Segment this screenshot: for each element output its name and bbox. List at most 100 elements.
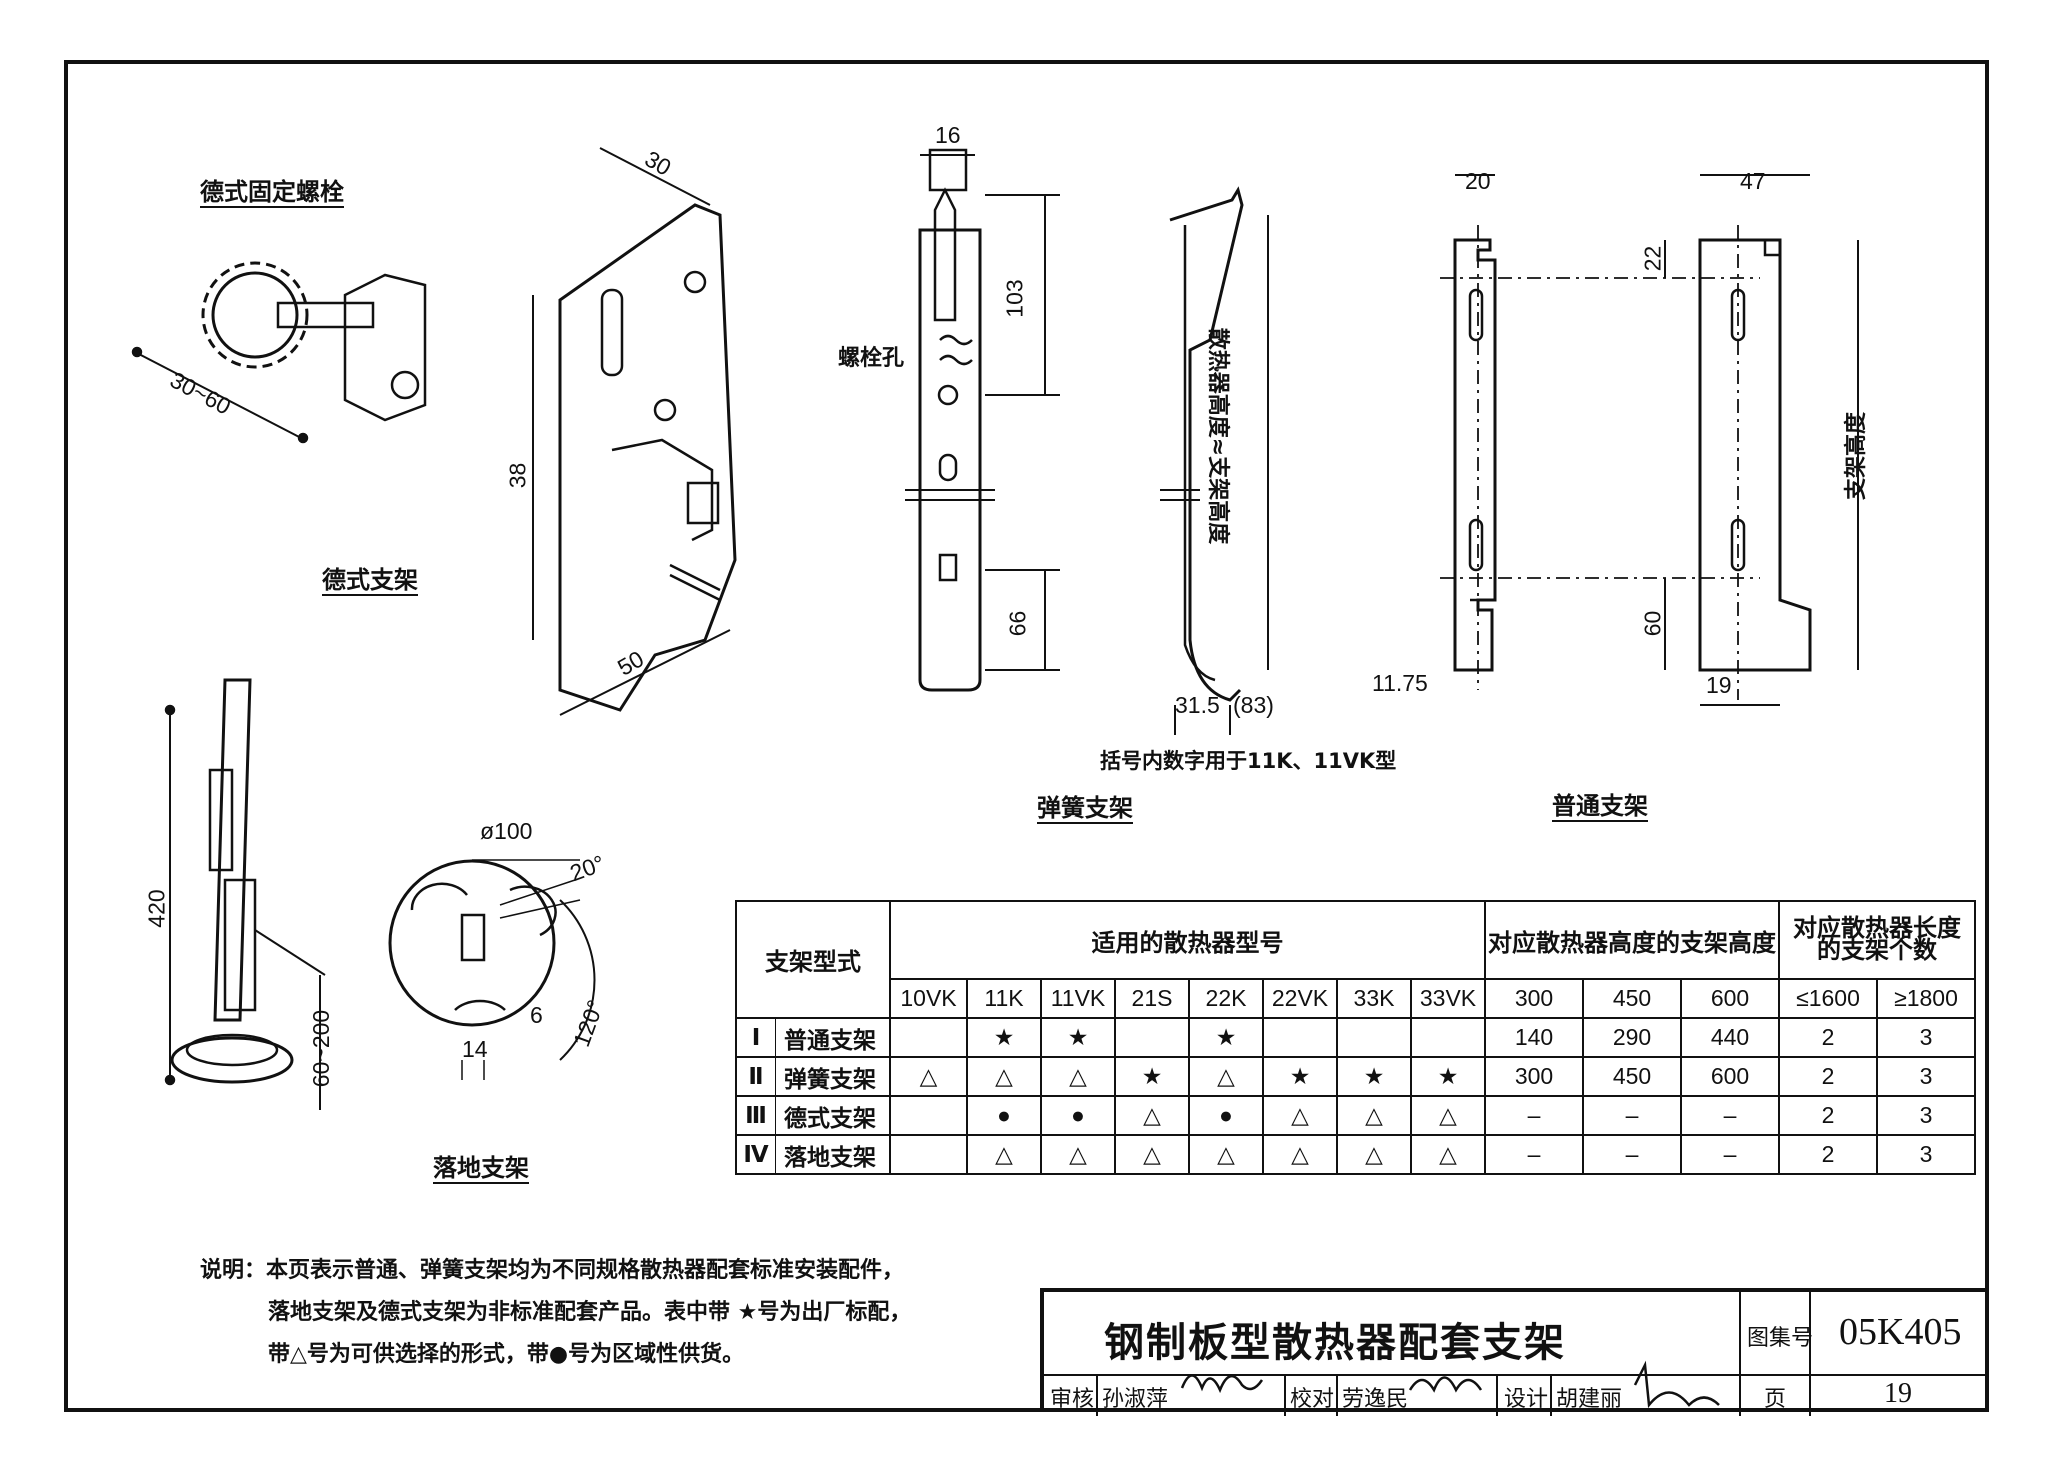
cell: 300 <box>1484 1056 1584 1097</box>
title-block: 钢制板型散热器配套支架 图集号 05K405 审核 孙淑萍 校对 劳逸民 设计 … <box>1040 1288 1989 1416</box>
cell <box>889 1017 968 1058</box>
check-label: 校对 <box>1290 1387 1335 1412</box>
cell: △ <box>966 1056 1042 1097</box>
cell: ★ <box>1040 1017 1116 1058</box>
cell: 3 <box>1876 1134 1976 1175</box>
col-height: 600 <box>1680 978 1780 1019</box>
dim-c-47: 47 <box>1740 168 1766 194</box>
drawing-frame <box>64 60 1989 1412</box>
cell: ★ <box>966 1017 1042 1058</box>
cell: – <box>1484 1095 1584 1136</box>
table-row: Ⅰ 普通支架 ★ ★ ★ 140 290 440 2 3 <box>735 1017 1976 1058</box>
bracket-spec-table: 支架型式 适用的散热器型号 对应散热器高度的支架高度 对应散热器长度 的支架个数… <box>735 900 1976 1175</box>
german-bracket-drawing <box>532 147 737 716</box>
signatures <box>1180 1360 1720 1409</box>
dim-s-103: 103 <box>1001 279 1028 318</box>
row-number: Ⅱ <box>735 1056 776 1097</box>
review-label: 审核 <box>1050 1387 1095 1412</box>
cell: △ <box>1336 1134 1412 1175</box>
header-models: 适用的散热器型号 <box>889 900 1486 980</box>
divider <box>1096 1374 1098 1416</box>
cell: 2 <box>1778 1017 1878 1058</box>
table-row: Ⅳ 落地支架 △ △ △ △ △ △ △ – – – 2 3 <box>735 1134 1976 1175</box>
cell: 440 <box>1680 1017 1780 1058</box>
cell: 140 <box>1484 1017 1584 1058</box>
table-row: Ⅲ 德式支架 ● ● △ ● △ △ △ – – – 2 3 <box>735 1095 1976 1136</box>
divider <box>1284 1374 1286 1416</box>
cell: ● <box>1040 1095 1116 1136</box>
divider <box>1044 1374 1989 1376</box>
drawing-title: 钢制板型散热器配套支架 <box>1104 1320 1566 1366</box>
design-label: 设计 <box>1504 1387 1549 1412</box>
cell: △ <box>1410 1134 1486 1175</box>
title-spring-bracket: 弹簧支架 <box>1037 794 1133 822</box>
col-model: 11VK <box>1040 978 1116 1019</box>
label-bracket-height: 支架高度 <box>1844 411 1870 501</box>
col-length: ≥1800 <box>1876 978 1976 1019</box>
cell: △ <box>889 1056 968 1097</box>
dim-g-38: 38 <box>504 462 531 489</box>
cell: – <box>1582 1134 1682 1175</box>
page-number: 19 <box>1884 1378 1912 1409</box>
header-count-line1: 对应散热器长度 <box>1793 915 1961 942</box>
cell: △ <box>1114 1095 1190 1136</box>
notes-block: 说明：本页表示普通、弹簧支架均为不同规格散热器配套标准安装配件， 落地支架及德式… <box>200 1250 911 1376</box>
label-radiator-height: 散热器高度≈支架高度 <box>1205 327 1231 545</box>
row-name: 德式支架 <box>775 1095 891 1136</box>
dim-c-22: 22 <box>1639 245 1666 272</box>
cell <box>889 1134 968 1175</box>
row-name: 弹簧支架 <box>775 1056 891 1097</box>
cell: △ <box>1336 1095 1412 1136</box>
label-bracket-note: 括号内数字用于11K、11VK型 <box>1100 749 1397 773</box>
cell: 3 <box>1876 1095 1976 1136</box>
german-bolt-drawing <box>131 261 427 444</box>
cell: ★ <box>1188 1017 1264 1058</box>
cell: ● <box>966 1095 1042 1136</box>
title-german-bolt: 德式固定螺栓 <box>200 178 344 206</box>
header-count: 对应散热器长度 的支架个数 <box>1778 900 1976 980</box>
cell: △ <box>966 1134 1042 1175</box>
cell <box>1262 1017 1338 1058</box>
row-name: 普通支架 <box>775 1017 891 1058</box>
cell: △ <box>1262 1095 1338 1136</box>
note-line: 带△号为可供选择的形式，带●号为区域性供货。 <box>268 1342 745 1367</box>
page-label: 页 <box>1764 1387 1787 1412</box>
cell: ★ <box>1114 1056 1190 1097</box>
dim-f-14: 14 <box>462 1036 488 1062</box>
title-german-bracket: 德式支架 <box>322 566 418 594</box>
cell: △ <box>1040 1056 1116 1097</box>
dim-f-6: 6 <box>530 1002 543 1028</box>
note-line: 说明：本页表示普通、弹簧支架均为不同规格散热器配套标准安装配件， <box>200 1258 905 1283</box>
dim-f-60-200: 60~200 <box>308 1009 335 1088</box>
cell: △ <box>1040 1134 1116 1175</box>
col-model: 22K <box>1188 978 1264 1019</box>
dim-s-83: (83) <box>1233 692 1274 718</box>
col-model: 21S <box>1114 978 1190 1019</box>
cell <box>1336 1017 1412 1058</box>
row-name: 落地支架 <box>775 1134 891 1175</box>
cell: – <box>1484 1134 1584 1175</box>
divider <box>1739 1292 1741 1416</box>
dim-f-420: 420 <box>143 889 170 928</box>
cell: △ <box>1188 1056 1264 1097</box>
dim-s-66: 66 <box>1004 610 1031 637</box>
divider <box>1809 1292 1811 1416</box>
header-bracket-type: 支架型式 <box>735 900 891 1019</box>
col-height: 300 <box>1484 978 1584 1019</box>
spring-bracket-drawing <box>905 148 1060 692</box>
cell: 2 <box>1778 1056 1878 1097</box>
note-line: 落地支架及德式支架为非标准配套产品。表中带 ★号为出厂标配， <box>268 1300 912 1325</box>
cell: ★ <box>1336 1056 1412 1097</box>
table-subheader-row: 10VK 11K 11VK 21S 22K 22VK 33K 33VK 300 … <box>736 978 1976 1019</box>
cell <box>889 1095 968 1136</box>
divider <box>1496 1374 1498 1416</box>
row-number: Ⅳ <box>735 1134 776 1175</box>
header-heights: 对应散热器高度的支架高度 <box>1484 900 1780 980</box>
dim-c-11-75: 11.75 <box>1372 670 1428 696</box>
col-length: ≤1600 <box>1778 978 1878 1019</box>
cell <box>1410 1017 1486 1058</box>
row-number: Ⅰ <box>735 1017 776 1058</box>
designer-name: 胡建丽 <box>1556 1387 1623 1412</box>
cell: △ <box>1262 1134 1338 1175</box>
